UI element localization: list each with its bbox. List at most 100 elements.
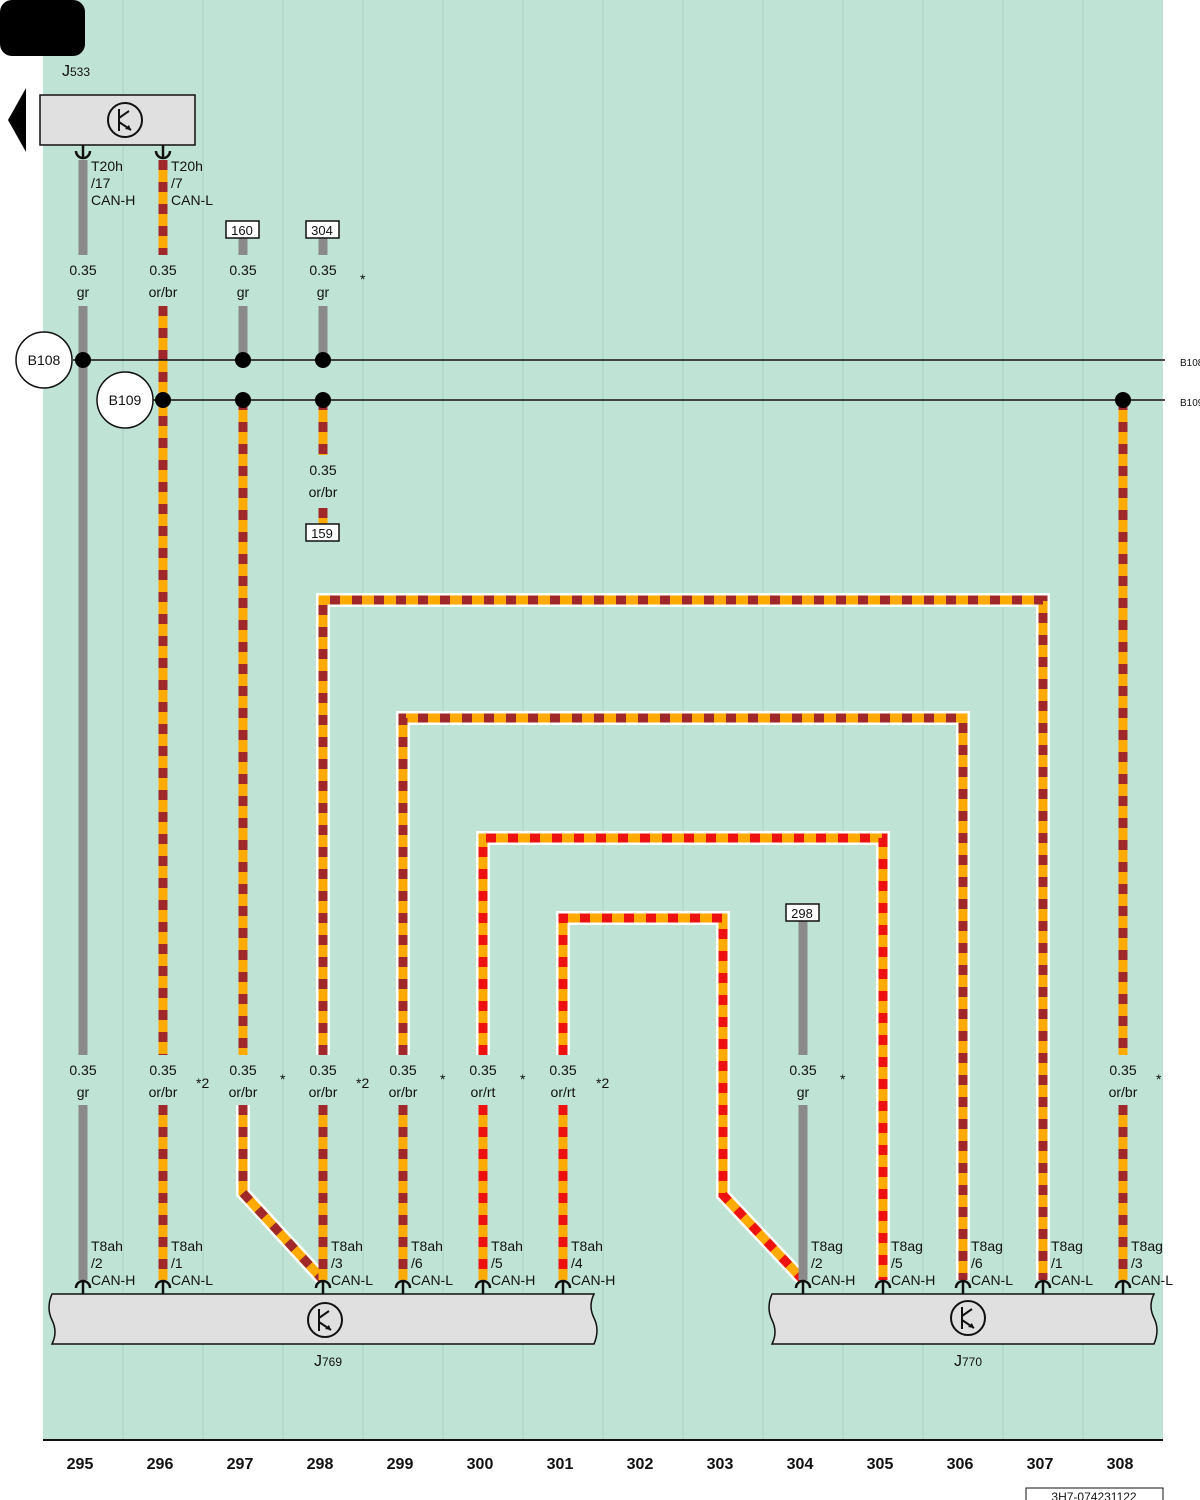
connector-label: CAN-L [1051, 1272, 1093, 1288]
column-number: 300 [467, 1456, 494, 1473]
connector-pin-icon [394, 1279, 412, 1294]
connector-pins [74, 145, 1132, 1294]
connector-label: /2 [91, 1255, 103, 1271]
wire-note: *2 [196, 1075, 209, 1091]
wire-label: or/br [309, 484, 338, 500]
j533-module [39, 94, 196, 146]
wire-297-bottom [236, 1105, 329, 1285]
connector-label: /2 [811, 1255, 823, 1271]
wire-label: 0.35 [549, 1062, 576, 1078]
connector-label: CAN-H [491, 1272, 535, 1288]
connector-label: T20h [91, 158, 123, 174]
svg-text:298: 298 [791, 906, 813, 921]
wire-label: or/rt [471, 1084, 496, 1100]
wire-label: 0.35 [69, 1062, 96, 1078]
ref-box-304[interactable]: 304 [305, 220, 340, 239]
column-number: 306 [947, 1456, 974, 1473]
wire-label: 0.35 [69, 262, 96, 278]
connector-label: /5 [891, 1255, 903, 1271]
wire-label: 0.35 [469, 1062, 496, 1078]
connector-label: T8ah [571, 1238, 603, 1254]
connector-labels: T20h /17 CAN-H T20h /7 CAN-L T8ah /2 CAN… [91, 158, 1173, 1288]
j769-module [48, 1293, 598, 1345]
wire-note: * [280, 1071, 286, 1087]
column-number: 307 [1027, 1456, 1054, 1473]
connector-pin-icon [874, 1279, 892, 1294]
wire-loop-298-307 [316, 593, 1050, 1280]
connector-label: /5 [491, 1255, 503, 1271]
wire-label: or/br [149, 1084, 178, 1100]
b108-label: B108 [28, 352, 61, 368]
previous-page-arrow-icon[interactable] [8, 88, 26, 152]
connector-label: CAN-H [571, 1272, 615, 1288]
wire-label: or/br [229, 1084, 258, 1100]
j533-label: J533 [62, 63, 90, 80]
wire-note: * [360, 271, 366, 287]
wire-label: or/br [389, 1084, 418, 1100]
connector-label: T8ag [891, 1238, 923, 1254]
ref-box-159[interactable]: 159 [305, 523, 340, 542]
wire-label: 0.35 [229, 1062, 256, 1078]
doc-number-box: 3H7-074231122 [1025, 1487, 1164, 1500]
wire-label: 0.35 [309, 262, 336, 278]
wire-labels: 0.35 gr 0.35 or/br 0.35 gr 0.35 gr * 0.3… [69, 262, 1162, 1100]
svg-text:304: 304 [311, 223, 333, 238]
connector-label: /17 [91, 175, 111, 191]
connector-pin-icon [154, 145, 172, 160]
wires-layer [78, 160, 1128, 1285]
connector-label: T8ag [1131, 1238, 1163, 1254]
connector-label: /3 [1131, 1255, 1143, 1271]
page-tab [0, 0, 85, 56]
column-number: 295 [67, 1456, 94, 1473]
wire-note: *2 [596, 1075, 609, 1091]
connector-label: T8ag [971, 1238, 1003, 1254]
connector-label: /7 [171, 175, 183, 191]
connector-label: T8ah [491, 1238, 523, 1254]
column-number: 308 [1107, 1456, 1134, 1473]
wire-label: 0.35 [149, 262, 176, 278]
connector-label: /1 [171, 1255, 183, 1271]
wire-label: or/br [309, 1084, 338, 1100]
junction-dots [75, 352, 1131, 408]
wire-label: 0.35 [309, 1062, 336, 1078]
wire-note: * [440, 1071, 446, 1087]
connector-pin-icon [74, 1279, 92, 1294]
ref-box-160[interactable]: 160 [225, 220, 260, 239]
wire-loop-300-305 [476, 831, 890, 1280]
connector-label: T8ah [91, 1238, 123, 1254]
wire-note: * [1156, 1071, 1162, 1087]
connector-pin-icon [1114, 1279, 1132, 1294]
wire-loop-301-304 [556, 911, 809, 1285]
wire-label: gr [77, 1084, 90, 1100]
connector-label: /6 [971, 1255, 983, 1271]
connector-label: /1 [1051, 1255, 1063, 1271]
wire-note: *2 [356, 1075, 369, 1091]
column-number: 298 [307, 1456, 334, 1473]
wire-label: or/br [1109, 1084, 1138, 1100]
svg-text:160: 160 [231, 223, 253, 238]
column-number: 304 [787, 1456, 814, 1473]
connector-label: CAN-H [91, 1272, 135, 1288]
ref-box-298[interactable]: 298 [785, 903, 820, 922]
connector-pin-icon [794, 1279, 812, 1294]
column-number: 302 [627, 1456, 654, 1473]
wire-note: * [840, 1071, 846, 1087]
b109-label: B109 [109, 392, 142, 408]
wire-label: gr [317, 284, 330, 300]
wire-label: 0.35 [149, 1062, 176, 1078]
wire-label: gr [797, 1084, 810, 1100]
j769-label: J769 [314, 1353, 342, 1370]
connector-label: T20h [171, 158, 203, 174]
wire-label: 0.35 [309, 462, 336, 478]
svg-text:3H7-074231122: 3H7-074231122 [1051, 1490, 1137, 1500]
wire-label: 0.35 [1109, 1062, 1136, 1078]
wire-label: gr [237, 284, 250, 300]
connector-pin-icon [314, 1279, 332, 1294]
b108-right-label: B108 [1180, 358, 1200, 369]
wire-label: 0.35 [789, 1062, 816, 1078]
column-number: 303 [707, 1456, 734, 1473]
connector-label: /4 [571, 1255, 583, 1271]
wire-label: 0.35 [229, 262, 256, 278]
wire-label: gr [77, 284, 90, 300]
column-number: 296 [147, 1456, 174, 1473]
